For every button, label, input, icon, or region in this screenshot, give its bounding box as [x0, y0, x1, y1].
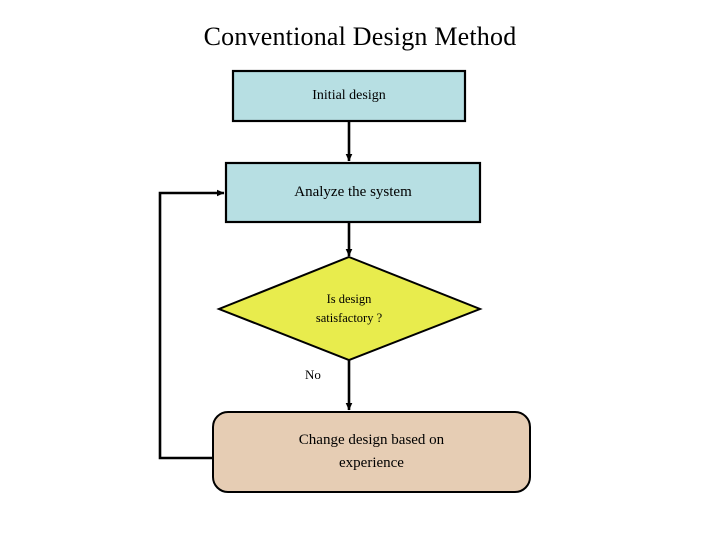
- node-decision-diamond[interactable]: [216, 255, 483, 362]
- page-title: Conventional Design Method: [203, 22, 517, 51]
- node-change-design[interactable]: [212, 411, 531, 493]
- node-analyze-system[interactable]: [224, 161, 482, 224]
- node-initial-design[interactable]: [231, 69, 467, 123]
- edge-change-to-analyze-feedback: [158, 189, 225, 460]
